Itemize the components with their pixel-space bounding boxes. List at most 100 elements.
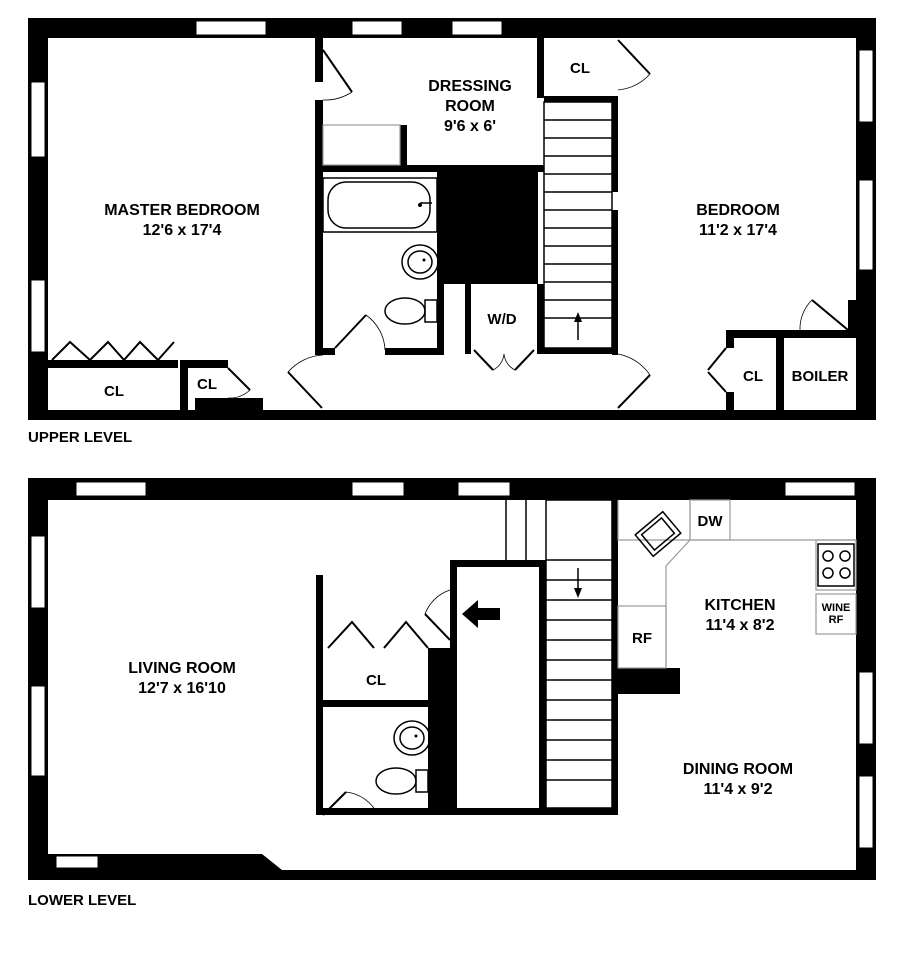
- lower-wall-top: [28, 478, 876, 500]
- door: [424, 589, 451, 641]
- toilet-icon: [375, 767, 429, 795]
- wine-fridge-label: WINE: [822, 602, 851, 614]
- interior-wall: [48, 360, 178, 368]
- kitchen-counter: [617, 499, 857, 669]
- door: [227, 367, 251, 399]
- room-name: LIVING ROOM: [128, 660, 236, 677]
- window: [55, 855, 99, 869]
- door: [707, 347, 727, 393]
- toilet-icon: [384, 297, 438, 325]
- interior-wall: [726, 330, 734, 348]
- window: [30, 685, 46, 777]
- interior-wall: [546, 808, 618, 815]
- room-dimensions: 11'4 x 8'2: [705, 617, 774, 634]
- lower-level-plan: LIVING ROOM 12'7 x 16'10 KITCHEN 11'4 x …: [28, 478, 876, 909]
- window: [30, 81, 46, 158]
- window: [457, 481, 511, 497]
- room-name: KITCHEN: [704, 597, 775, 614]
- refrigerator-label: RF: [632, 630, 652, 647]
- interior-wall: [180, 360, 188, 412]
- closet-label: CL: [570, 60, 590, 77]
- door: [799, 299, 849, 331]
- interior-wall: [612, 210, 618, 355]
- window: [351, 20, 403, 36]
- room-dimensions: 9'6 x 6': [444, 118, 496, 135]
- interior-wall: [315, 38, 323, 82]
- interior-wall: [457, 808, 546, 815]
- interior-wall: [450, 560, 546, 567]
- upper-stairs: [543, 101, 613, 349]
- window: [30, 535, 46, 609]
- window: [30, 279, 46, 353]
- boiler-label: BOILER: [792, 368, 849, 385]
- lower-level-label: LOWER LEVEL: [28, 892, 136, 909]
- interior-wall: [465, 284, 471, 354]
- closet-label: CL: [197, 376, 217, 393]
- interior-wall: [726, 330, 856, 338]
- interior-wall: [428, 648, 457, 815]
- lower-wall-bottom: [28, 854, 876, 880]
- interior-wall: [188, 360, 228, 368]
- entry-arrow-icon: [462, 600, 500, 628]
- room-dimensions: 12'7 x 16'10: [138, 680, 226, 697]
- window: [858, 49, 874, 123]
- interior-wall: [316, 575, 323, 815]
- room-name: BEDROOM: [696, 202, 780, 219]
- interior-wall: [195, 398, 263, 412]
- interior-wall: [537, 38, 544, 98]
- room-name: DRESSING: [428, 78, 512, 95]
- interior-wall: [315, 348, 335, 355]
- wine-fridge-label: RF: [829, 614, 844, 626]
- upper-level-plan: MASTER BEDROOM 12'6 x 17'4 DRESSING ROOM…: [28, 18, 876, 446]
- window: [75, 481, 147, 497]
- window: [351, 481, 405, 497]
- room-name: DINING ROOM: [683, 761, 793, 778]
- interior-wall: [437, 172, 444, 355]
- window: [195, 20, 267, 36]
- interior-wall: [315, 100, 323, 355]
- dressing-shelf: [322, 124, 401, 166]
- door: [334, 314, 386, 351]
- interior-wall: [848, 300, 856, 338]
- interior-wall: [400, 125, 407, 170]
- window: [451, 20, 503, 36]
- interior-wall: [612, 96, 618, 192]
- door: [617, 39, 651, 91]
- closet-label: CL: [366, 672, 386, 689]
- window: [858, 775, 874, 849]
- upper-wall-bottom: [28, 410, 876, 420]
- door: [287, 354, 324, 409]
- sink-icon: [401, 244, 439, 280]
- closet-label: CL: [104, 383, 124, 400]
- upper-level-label: UPPER LEVEL: [28, 429, 132, 446]
- closet-bifold-door: [51, 340, 175, 362]
- sink-icon: [393, 720, 431, 756]
- interior-wall: [323, 808, 457, 815]
- interior-wall: [726, 392, 734, 412]
- interior-wall: [537, 284, 544, 354]
- window: [858, 179, 874, 271]
- cooktop-icon: [817, 543, 855, 587]
- room-dimensions: 11'4 x 9'2: [703, 781, 772, 798]
- closet-label: CL: [743, 368, 763, 385]
- washer-dryer-label: W/D: [487, 311, 516, 328]
- room-name: MASTER BEDROOM: [104, 202, 260, 219]
- dishwasher-label: DW: [698, 513, 724, 530]
- window: [784, 481, 856, 497]
- interior-wall: [385, 348, 444, 355]
- room-dimensions: 12'6 x 17'4: [143, 222, 222, 239]
- door: [617, 353, 651, 409]
- door: [322, 49, 353, 101]
- utility-core: [444, 172, 538, 284]
- door: [322, 791, 379, 816]
- interior-wall: [544, 348, 618, 354]
- upper-wall-left: [28, 18, 48, 420]
- interior-wall: [323, 165, 400, 172]
- room-dimensions: 11'2 x 17'4: [699, 222, 777, 239]
- lower-stairs: [505, 499, 613, 809]
- interior-wall: [400, 165, 544, 172]
- interior-wall: [539, 560, 546, 815]
- kitchen-sink-icon: [634, 510, 682, 558]
- interior-wall: [612, 668, 680, 694]
